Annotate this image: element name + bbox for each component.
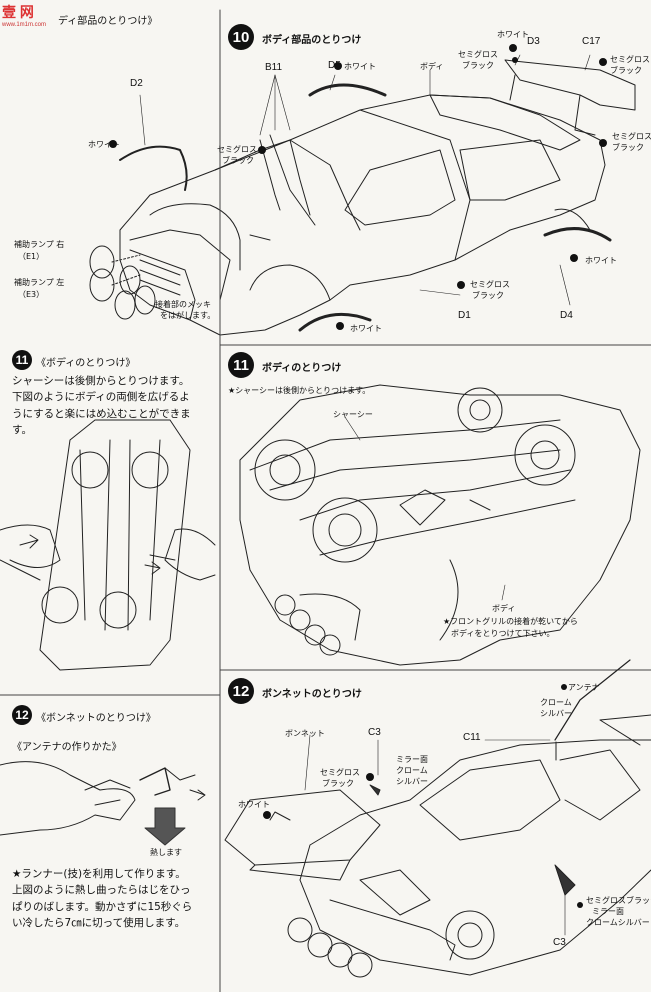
step12-left-number: 12 <box>12 705 32 725</box>
step12-bonnet-drawing <box>224 659 651 978</box>
label-body: ボディ <box>420 62 444 71</box>
label-semigloss-4a: セミグロス <box>470 280 510 289</box>
step10-title: ボディ部品のとりつけ <box>262 35 362 46</box>
step10-car-body-drawing <box>89 59 636 336</box>
step11-right-note: ★シャーシーは後側からとりつけます。 <box>228 386 371 395</box>
step12-right-title: ボンネットのとりつけ <box>262 689 362 700</box>
label-chrome-silver: クロームシルバー <box>586 918 650 927</box>
label-semigloss-1b: ブラック <box>222 156 254 165</box>
label-d4: D4 <box>560 310 573 321</box>
label-semigloss-2a: セミグロス <box>610 55 650 64</box>
step11-right-note2b: ボディをとりつけて下さい。 <box>451 629 555 638</box>
dividers <box>0 9 651 992</box>
label-chrome-silver-b: シルバー <box>540 709 572 718</box>
paint-markers <box>109 44 607 908</box>
label-sgb: セミグロスブラック <box>586 896 651 905</box>
leader-lines <box>139 54 591 936</box>
label-mirror-face: ミラー面 <box>592 907 624 916</box>
label-d3: D3 <box>527 36 540 47</box>
label-semigloss-5b: ブラック <box>462 61 494 70</box>
label-semigloss-b: ブラック <box>322 779 354 788</box>
label-c3-top: C3 <box>368 727 381 738</box>
label-d2: D2 <box>130 78 143 89</box>
label-semigloss-3b: ブラック <box>612 143 644 152</box>
label-d1: D1 <box>458 310 471 321</box>
label-antenna: アンテナ <box>568 683 600 692</box>
label-d5: D5 <box>328 60 341 71</box>
step12-antenna-drawing <box>0 761 206 846</box>
label-white-1: ホワイト <box>344 62 376 71</box>
step9-title-fragment: ディ部品のとりつけ》 <box>58 16 158 27</box>
label-semigloss-1a: セミグロス <box>217 145 257 154</box>
label-white-step12: ホワイト <box>238 800 270 809</box>
label-semigloss-a: セミグロス <box>320 768 360 777</box>
label-mirror-a: ミラー面 <box>396 755 428 764</box>
label-plating-1: 接着部のメッキ <box>155 300 211 309</box>
label-body-step11: ボディ <box>492 604 516 613</box>
label-plating-2: をはがします。 <box>160 311 216 320</box>
step11-right-number: 11 <box>228 352 254 378</box>
label-white-2: ホワイト <box>497 30 529 39</box>
step11-left-title: 《ボディのとりつけ》 <box>36 358 136 369</box>
step11-left-text: シャーシーは後側からとりつけます。 下図のようにボディの両側を広げるよ うにする… <box>12 375 191 436</box>
label-mirror-b: クローム <box>396 766 428 775</box>
step11-right-note2a: ★フロントグリルの接着が乾いてから <box>443 617 578 626</box>
step12-left-text: ★ランナー(技)を利用して作ります。 上図のように熱し曲ったらはじをひっ ぱりの… <box>12 868 193 929</box>
step11-hands-drawing <box>0 419 216 671</box>
label-semigloss-3a: セミグロス <box>612 132 651 141</box>
step12-left-subtitle: 《アンテナの作りかた》 <box>12 742 122 753</box>
label-aux-lamp-right-code: （E1） <box>18 252 45 261</box>
label-semigloss-2b: ブラック <box>610 66 642 75</box>
step12-right-number: 12 <box>228 678 254 704</box>
label-semigloss-4b: ブラック <box>472 291 504 300</box>
label-heat: 熱します <box>150 848 182 857</box>
label-c17: C17 <box>582 36 601 47</box>
label-chassis: シャーシー <box>333 410 373 419</box>
label-c11: C11 <box>463 732 481 743</box>
step11-right-title: ボディのとりつけ <box>262 363 342 374</box>
label-mirror-c: シルバー <box>396 777 428 786</box>
label-aux-lamp-left: 補助ランプ 左 <box>14 278 65 287</box>
step11-left-number: 11 <box>12 350 32 370</box>
label-c3-bottom: C3 <box>553 937 566 948</box>
label-aux-lamp-left-code: （E3） <box>18 290 45 299</box>
step11-chassis-drawing <box>239 384 641 666</box>
label-b11: B11 <box>265 62 283 73</box>
label-chrome-silver-a: クローム <box>540 698 572 707</box>
label-white-step9: ホワイト <box>88 140 120 149</box>
step10-number: 10 <box>228 24 254 50</box>
label-semigloss-5a: セミグロス <box>458 50 498 59</box>
label-aux-lamp-right: 補助ランプ 右 <box>14 240 65 249</box>
label-white-3: ホワイト <box>585 256 617 265</box>
label-white-4: ホワイト <box>350 324 382 333</box>
step12-left-title: 《ボンネットのとりつけ》 <box>36 713 156 724</box>
watermark-logo: 壹 网 www.1m1m.com <box>2 4 47 28</box>
label-bonnet: ボンネット <box>285 729 325 738</box>
